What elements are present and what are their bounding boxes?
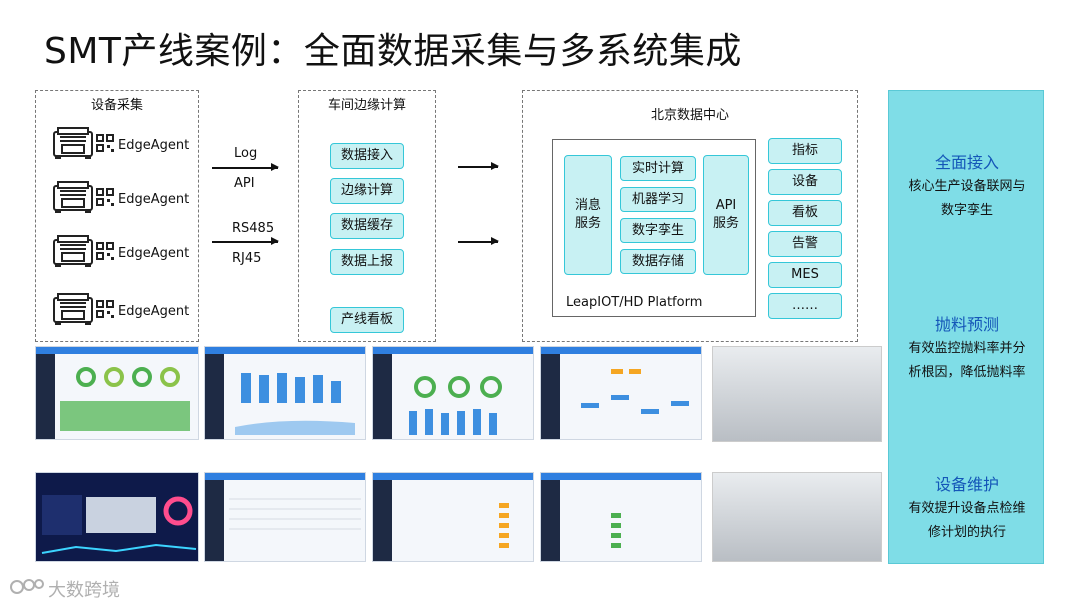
protocol-rs485: RS485 xyxy=(232,221,275,236)
edge-agent-3: EdgeAgent xyxy=(52,234,189,272)
edge-data-ingest: 数据接入 xyxy=(330,143,404,169)
benefit-heading: 抛料预测 xyxy=(934,315,999,334)
benefit-text: 核心生产设备联网与 数字孪生 xyxy=(908,179,1026,219)
logo-icon xyxy=(8,574,44,598)
edge-report: 数据上报 xyxy=(330,249,404,275)
machine-icon xyxy=(52,180,94,218)
arrow-right-icon xyxy=(212,238,279,244)
dc-board: 看板 xyxy=(768,200,842,226)
edge-agent-1: EdgeAgent xyxy=(52,126,189,164)
data-storage: 数据存储 xyxy=(620,249,696,274)
machine-icon xyxy=(52,292,94,330)
edge-computing-group xyxy=(298,90,436,342)
factory-photo xyxy=(712,472,882,562)
dashboard-thumbnail xyxy=(35,472,199,562)
device-collection-title: 设备采集 xyxy=(90,98,143,113)
dc-alarm: 告警 xyxy=(768,231,842,257)
benefit-text: 有效提升设备点检维 修计划的执行 xyxy=(908,501,1026,541)
realtime-compute: 实时计算 xyxy=(620,156,696,181)
protocol-log: Log xyxy=(234,146,258,161)
page-title: SMT产线案例：全面数据采集与多系统集成 xyxy=(44,31,742,72)
edge-agent-label: EdgeAgent xyxy=(118,137,190,153)
qr-code-icon xyxy=(96,300,114,322)
benefit-heading: 设备维护 xyxy=(934,475,999,494)
edge-agent-4: EdgeAgent xyxy=(52,292,189,330)
table-thumbnail xyxy=(204,472,366,562)
edge-line-board: 产线看板 xyxy=(330,307,404,333)
dc-mes: MES xyxy=(768,262,842,288)
message-service: 消息 服务 xyxy=(564,155,612,275)
edge-cache: 数据缓存 xyxy=(330,213,404,239)
dashboard-thumbnail xyxy=(204,346,366,440)
arrow-right-icon xyxy=(458,163,499,169)
benefit-text: 有效监控抛料率并分 析根因，降低抛料率 xyxy=(908,341,1026,381)
machine-learning: 机器学习 xyxy=(620,187,696,212)
datacenter-title: 北京数据中心 xyxy=(650,108,729,123)
arrow-right-icon xyxy=(458,238,499,244)
machine-icon xyxy=(52,234,94,272)
edge-compute: 边缘计算 xyxy=(330,178,404,204)
dashboard-thumbnail xyxy=(35,346,199,440)
benefit-heading: 全面接入 xyxy=(934,153,999,172)
protocol-rj45: RJ45 xyxy=(232,251,262,266)
datacenter-group xyxy=(522,90,858,342)
dc-metric: 指标 xyxy=(768,138,842,164)
dashboard-thumbnail xyxy=(372,346,534,440)
protocol-api: API xyxy=(234,176,255,191)
watermark-text: 大数跨境 xyxy=(48,580,120,601)
edge-agent-label: EdgeAgent xyxy=(118,303,190,319)
device-collection-group xyxy=(35,90,199,342)
arrow-right-icon xyxy=(212,164,279,170)
dc-device: 设备 xyxy=(768,169,842,195)
api-service: API 服务 xyxy=(703,155,749,275)
platform-label: LeapIOT/HD Platform xyxy=(566,295,703,310)
qr-code-icon xyxy=(96,134,114,156)
dc-more: …… xyxy=(768,293,842,319)
table-thumbnail xyxy=(372,472,534,562)
edge-agent-2: EdgeAgent xyxy=(52,180,189,218)
edge-agent-label: EdgeAgent xyxy=(118,191,190,207)
table-thumbnail xyxy=(540,472,702,562)
factory-photo xyxy=(712,346,882,442)
qr-code-icon xyxy=(96,242,114,264)
machine-icon xyxy=(52,126,94,164)
digital-twin: 数字孪生 xyxy=(620,218,696,243)
edge-computing-title: 车间边缘计算 xyxy=(327,98,406,113)
edge-agent-label: EdgeAgent xyxy=(118,245,190,261)
qr-code-icon xyxy=(96,188,114,210)
dashboard-thumbnail xyxy=(540,346,702,440)
benefits-panel: 全面接入 核心生产设备联网与 数字孪生 抛料预测 有效监控抛料率并分 析根因，降… xyxy=(888,90,1044,564)
